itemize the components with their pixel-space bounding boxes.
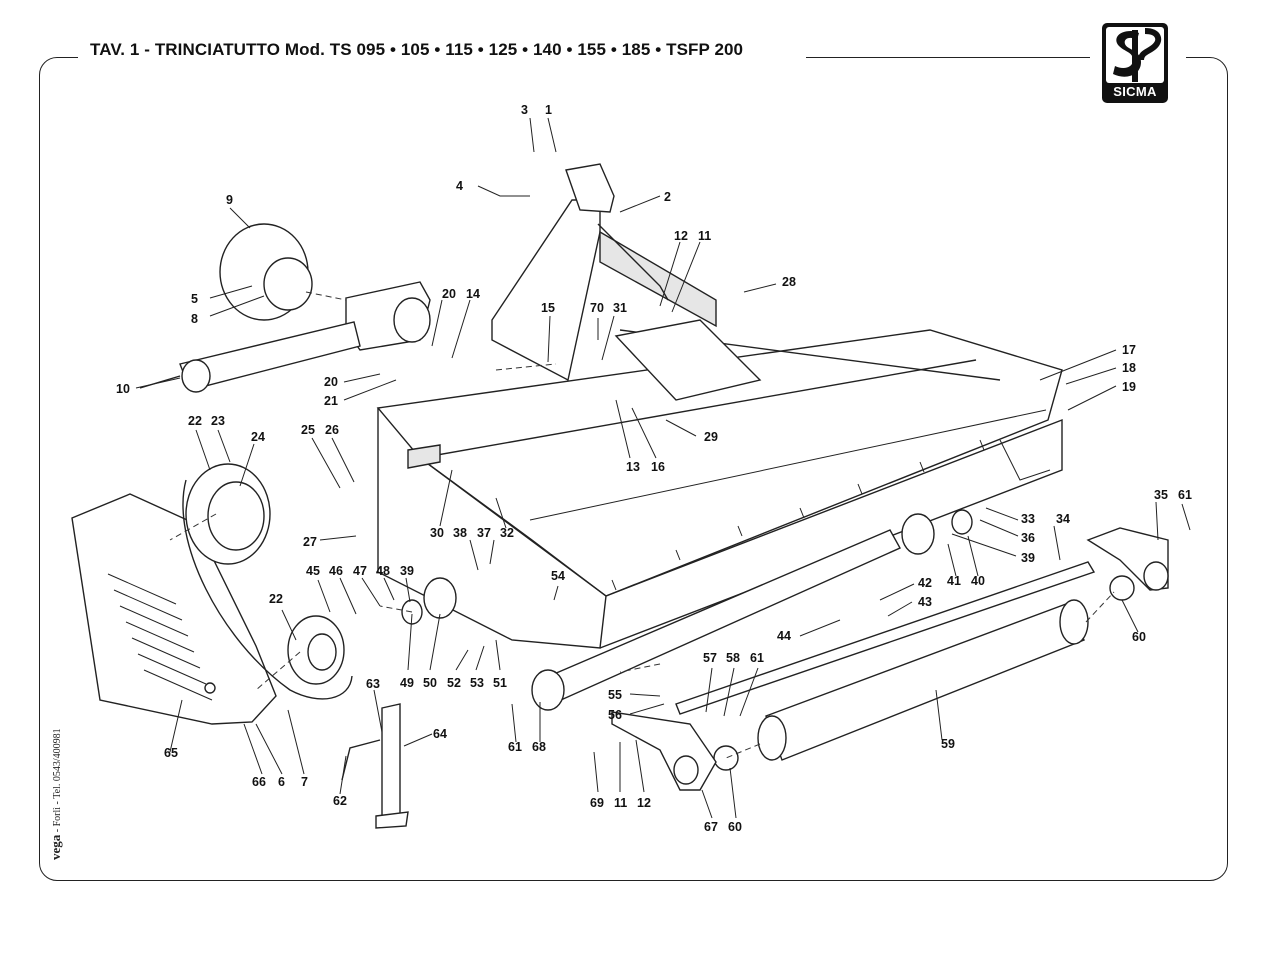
part-label: 12	[674, 229, 688, 243]
part-label: 38	[453, 526, 467, 540]
logo-text: SICMA	[1113, 84, 1157, 99]
part-label: 11	[614, 796, 628, 810]
part-label: 48	[376, 564, 390, 578]
part-label: 6	[278, 775, 285, 789]
roller	[675, 561, 1135, 771]
part-label: 66	[252, 775, 266, 789]
pulley-assembly	[182, 463, 457, 700]
title-background	[78, 38, 806, 74]
part-label: 57	[703, 651, 717, 665]
part-label: 61	[750, 651, 764, 665]
part-label: 16	[651, 460, 665, 474]
part-label: 53	[470, 676, 484, 690]
part-label: 39	[1021, 551, 1035, 565]
part-label: 17	[1122, 343, 1136, 357]
belt-guard	[71, 493, 277, 725]
part-label: 13	[626, 460, 640, 474]
part-label: 58	[726, 651, 740, 665]
part-label: 14	[466, 287, 480, 301]
part-label: 65	[164, 746, 178, 760]
part-label: 68	[532, 740, 546, 754]
part-label: 44	[777, 629, 791, 643]
part-label: 69	[590, 796, 604, 810]
part-label: 45	[306, 564, 320, 578]
part-label: 63	[366, 677, 380, 691]
part-label: 25	[301, 423, 315, 437]
part-label: 23	[211, 414, 225, 428]
part-label: 50	[423, 676, 437, 690]
part-label: 7	[301, 775, 308, 789]
sicma-logo-icon	[1102, 23, 1168, 103]
part-label: 54	[551, 569, 565, 583]
part-label: 64	[433, 727, 447, 741]
part-label: 5	[191, 292, 198, 306]
part-label: 40	[971, 574, 985, 588]
page-title: TAV. 1 - TRINCIATUTTO Mod. TS 095 • 105 …	[90, 40, 744, 59]
gearbox-assembly	[139, 223, 431, 393]
part-label: 41	[947, 574, 961, 588]
part-label: 28	[782, 275, 796, 289]
part-label: 70	[590, 301, 604, 315]
part-label: 34	[1056, 512, 1070, 526]
part-label: 9	[226, 193, 233, 207]
part-label: 33	[1021, 512, 1035, 526]
part-label: 61	[1178, 488, 1192, 502]
part-label: 19	[1122, 380, 1136, 394]
part-label: 4	[456, 179, 463, 193]
body-slots	[611, 439, 985, 591]
part-label: 11	[698, 229, 712, 243]
part-label: 30	[430, 526, 444, 540]
part-label: 2	[664, 190, 671, 204]
part-label: 20	[442, 287, 456, 301]
part-label: 21	[324, 394, 338, 408]
part-label: 42	[918, 576, 932, 590]
parking-stand	[341, 703, 409, 829]
part-label: 24	[251, 430, 265, 444]
part-label: 1	[545, 103, 552, 117]
part-label: 37	[477, 526, 491, 540]
part-label: 26	[325, 423, 339, 437]
part-label: 61	[508, 740, 522, 754]
part-label: 22	[188, 414, 202, 428]
part-label: 56	[608, 708, 622, 722]
part-label: 46	[329, 564, 343, 578]
part-label: 60	[1132, 630, 1146, 644]
part-label: 32	[500, 526, 514, 540]
roller-brackets	[611, 527, 1169, 791]
part-label: 18	[1122, 361, 1136, 375]
leader-lines	[135, 117, 1191, 819]
part-label: 62	[333, 794, 347, 808]
part-label: 59	[941, 737, 955, 751]
rotor-shaft	[531, 509, 973, 711]
part-label: 31	[613, 301, 627, 315]
three-point-hitch	[491, 163, 717, 382]
part-label: 29	[704, 430, 718, 444]
part-label: 12	[637, 796, 651, 810]
part-label: 10	[116, 382, 130, 396]
part-label: 20	[324, 375, 338, 389]
part-label: 67	[704, 820, 718, 834]
part-label: 55	[608, 688, 622, 702]
part-label: 35	[1154, 488, 1168, 502]
part-label: 3	[521, 103, 528, 117]
part-label: 43	[918, 595, 932, 609]
part-label: 51	[493, 676, 507, 690]
part-label: 52	[447, 676, 461, 690]
part-label: 15	[541, 301, 555, 315]
part-label: 22	[269, 592, 283, 606]
part-label: 49	[400, 676, 414, 690]
part-label: 27	[303, 535, 317, 549]
part-label: 47	[353, 564, 367, 578]
assembly-lines	[169, 291, 1115, 759]
part-label: 39	[400, 564, 414, 578]
part-label: 60	[728, 820, 742, 834]
machine-body	[376, 319, 1063, 649]
part-label: 36	[1021, 531, 1035, 545]
part-label: 8	[191, 312, 198, 326]
